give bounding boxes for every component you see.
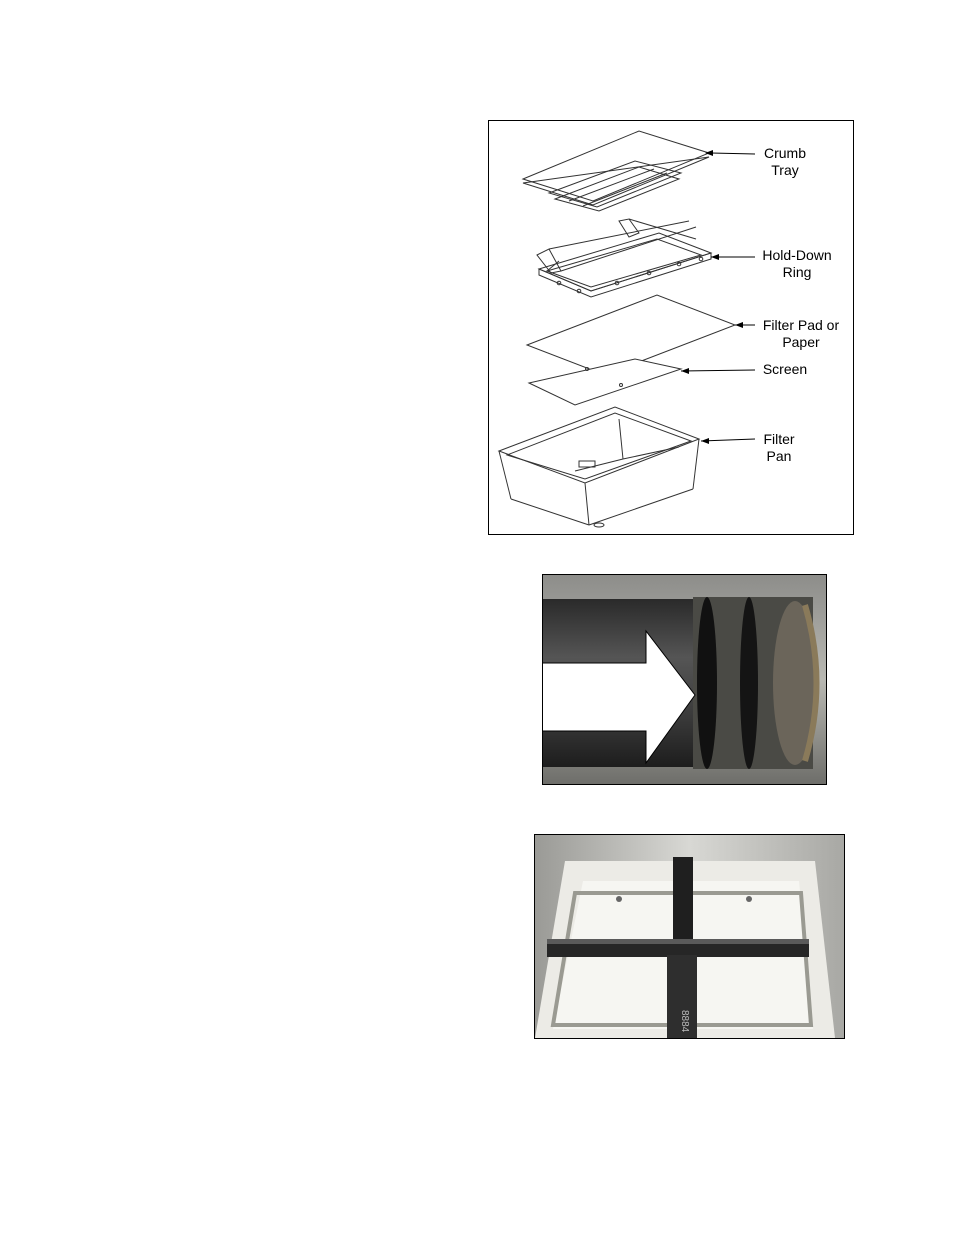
svg-text:Screen: Screen xyxy=(763,361,807,377)
screen-label: Screen xyxy=(763,361,807,377)
exploded-view-figure: Crumb Tray Hold-Down Ring Filter Pad or … xyxy=(488,120,854,535)
fitting-photo xyxy=(542,574,827,785)
crumb-tray-drawing xyxy=(521,130,711,212)
svg-text:Tray: Tray xyxy=(771,162,798,178)
hold-down-ring-label-2: Ring xyxy=(783,264,812,280)
filter-pad-label-1: Filter Pad or xyxy=(763,317,840,333)
fitting-photo-illustration xyxy=(543,575,826,784)
svg-text:Ring: Ring xyxy=(783,264,812,280)
part-stamp-text: 8884 xyxy=(679,1010,690,1033)
ring-in-pan-illustration: 8884 xyxy=(535,835,844,1038)
leader-lines xyxy=(680,152,756,442)
screen-drawing xyxy=(527,358,683,406)
filter-pan-label-2: Pan xyxy=(767,448,792,464)
arrow-pointing-right-icon xyxy=(543,629,696,765)
svg-text:Crumb: Crumb xyxy=(764,145,806,161)
svg-text:Hold-Down: Hold-Down xyxy=(762,247,831,263)
crumb-tray-label-1: Crumb xyxy=(764,145,806,161)
ring-in-pan-photo: 8884 xyxy=(534,834,845,1039)
svg-text:Filter: Filter xyxy=(763,431,794,447)
hold-down-ring-label-1: Hold-Down xyxy=(762,247,831,263)
svg-text:Paper: Paper xyxy=(782,334,820,350)
svg-text:Filter Pad or: Filter Pad or xyxy=(763,317,840,333)
filter-pan-label-1: Filter xyxy=(763,431,794,447)
hold-down-ring-drawing xyxy=(536,218,713,298)
filter-pan-drawing xyxy=(497,406,701,528)
filter-pad-label-2: Paper xyxy=(782,334,820,350)
exploded-view-diagram: Crumb Tray Hold-Down Ring Filter Pad or … xyxy=(497,130,840,528)
svg-text:Pan: Pan xyxy=(767,448,792,464)
crumb-tray-label-2: Tray xyxy=(771,162,798,178)
